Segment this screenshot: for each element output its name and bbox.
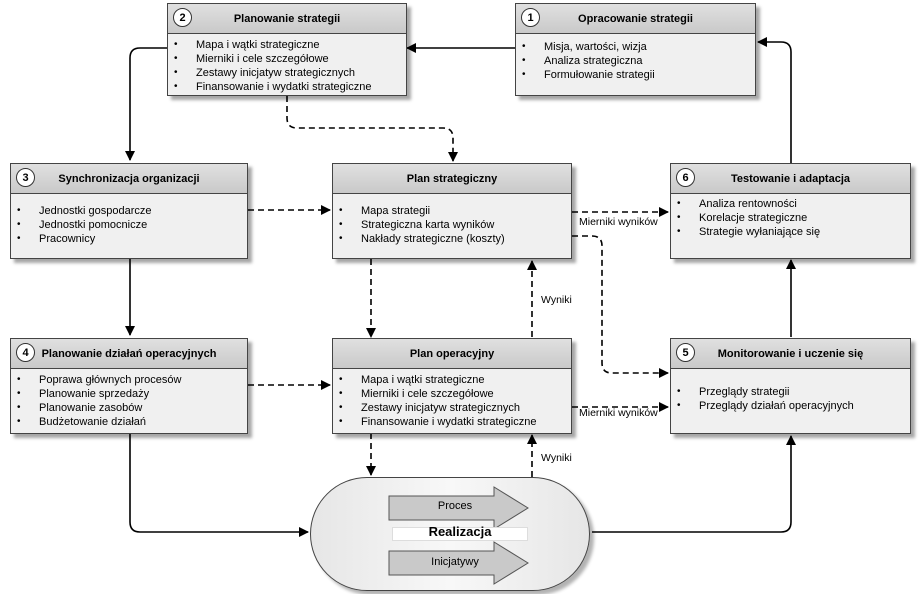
box-header: 4 Planowanie działań operacyjnych [11, 339, 247, 369]
box-plan-operacyjny: Plan operacyjny Mapa i wątki strategiczn… [332, 338, 572, 434]
list-item: Strategie wyłaniające się [671, 225, 910, 239]
step-number-badge: 2 [173, 8, 192, 27]
list-item: Przeglądy strategii [671, 385, 910, 399]
box-header: 2 Planowanie strategii [168, 4, 406, 34]
list-item: Zestawy inicjatyw strategicznych [168, 66, 406, 80]
box-header: Plan operacyjny [333, 339, 571, 369]
list-item: Poprawa głównych procesów [11, 373, 247, 387]
list-item: Finansowanie i wydatki strategiczne [333, 415, 571, 429]
box-title: Monitorowanie i uczenie się [717, 347, 864, 360]
box-title: Opracowanie strategii [578, 12, 693, 25]
label-mierniki-top: Mierniki wyników [579, 216, 658, 228]
box-monitorowanie-i-uczenie-sie: 5 Monitorowanie i uczenie się Przeglądy … [670, 338, 911, 434]
box-header: 6 Testowanie i adaptacja [671, 164, 910, 194]
box-title: Testowanie i adaptacja [730, 172, 850, 185]
list-item: Budżetowanie działań [11, 415, 247, 429]
list-item: Jednostki pomocnicze [11, 218, 247, 232]
list-item: Jednostki gospodarcze [11, 204, 247, 218]
box-testowanie-i-adaptacja: 6 Testowanie i adaptacja Analiza rentown… [670, 163, 911, 259]
box-title: Planowanie strategii [233, 12, 341, 25]
list-item: Przeglądy działań operacyjnych [671, 399, 910, 413]
step-number-badge: 3 [16, 168, 35, 187]
list-item: Analiza strategiczna [516, 54, 755, 68]
box-items: Misja, wartości, wizja Analiza strategic… [516, 34, 755, 82]
step-number-badge: 5 [676, 343, 695, 362]
list-item: Mapa i wątki strategiczne [168, 38, 406, 52]
label-wyniki-bottom: Wyniki [541, 452, 572, 464]
box-header: 3 Synchronizacja organizacji [11, 164, 247, 194]
list-item: Korelacje strategiczne [671, 211, 910, 225]
box-items: Mapa i wątki strategiczne Mierniki i cel… [333, 369, 571, 429]
box-title: Planowanie działań operacyjnych [41, 347, 217, 360]
list-item: Analiza rentowności [671, 197, 910, 211]
arrow-4-to-realizacja [129, 434, 309, 537]
step-number-badge: 4 [16, 343, 35, 362]
list-item: Strategiczna karta wyników [333, 218, 571, 232]
box-header: 5 Monitorowanie i uczenie się [671, 339, 910, 369]
arrow-realizacja-to-5 [592, 435, 796, 533]
proces-arrow-shape [388, 486, 529, 530]
arrow-ps-to-5 [572, 235, 669, 378]
list-item: Mierniki i cele szczegółowe [168, 52, 406, 66]
box-title: Plan operacyjny [409, 347, 495, 360]
arrow-6-to-1 [757, 37, 792, 163]
list-item: Planowanie sprzedaży [11, 387, 247, 401]
box-items: Mapa i wątki strategiczne Mierniki i cel… [168, 34, 406, 94]
box-items: Poprawa głównych procesów Planowanie spr… [11, 369, 247, 429]
list-item: Nakłady strategiczne (koszty) [333, 232, 571, 246]
list-item: Mierniki i cele szczegółowe [333, 387, 571, 401]
list-item: Formułowanie strategii [516, 68, 755, 82]
list-item: Misja, wartości, wizja [516, 40, 755, 54]
box-header: 1 Opracowanie strategii [516, 4, 755, 34]
box-opracowanie-strategii: 1 Opracowanie strategii Misja, wartości,… [515, 3, 756, 96]
label-mierniki-bottom: Mierniki wyników [579, 407, 658, 419]
box-header: Plan strategiczny [333, 164, 571, 194]
box-items: Jednostki gospodarcze Jednostki pomocnic… [11, 194, 247, 246]
proces-label: Proces [437, 500, 473, 512]
box-planowanie-dzialan-operacyjnych: 4 Planowanie działań operacyjnych Popraw… [10, 338, 248, 434]
arrow-2-to-3 [125, 47, 167, 161]
list-item: Mapa strategii [333, 204, 571, 218]
box-items: Przeglądy strategii Przeglądy działań op… [671, 369, 910, 413]
step-number-badge: 1 [521, 8, 540, 27]
box-planowanie-strategii: 2 Planowanie strategii Mapa i wątki stra… [167, 3, 407, 96]
box-title: Synchronizacja organizacji [58, 172, 200, 185]
inicjatywy-label: Inicjatywy [431, 556, 479, 568]
label-wyniki-top: Wyniki [541, 294, 572, 306]
list-item: Planowanie zasobów [11, 401, 247, 415]
realizacja-title: Realizacja [428, 524, 492, 539]
box-synchronizacja-organizacji: 3 Synchronizacja organizacji Jednostki g… [10, 163, 248, 259]
box-plan-strategiczny: Plan strategiczny Mapa strategii Strateg… [332, 163, 572, 259]
inicjatywy-arrow-shape [388, 541, 529, 585]
list-item: Pracownicy [11, 232, 247, 246]
box-items: Analiza rentowności Korelacje strategicz… [671, 194, 910, 239]
list-item: Finansowanie i wydatki strategiczne [168, 80, 406, 94]
arrow-2-to-plan-strategiczny [286, 96, 458, 162]
step-number-badge: 6 [676, 168, 695, 187]
box-items: Mapa strategii Strategiczna karta wynikó… [333, 194, 571, 246]
realizacja-band [392, 527, 528, 541]
list-item: Zestawy inicjatyw strategicznych [333, 401, 571, 415]
box-title: Plan strategiczny [406, 172, 498, 185]
list-item: Mapa i wątki strategiczne [333, 373, 571, 387]
